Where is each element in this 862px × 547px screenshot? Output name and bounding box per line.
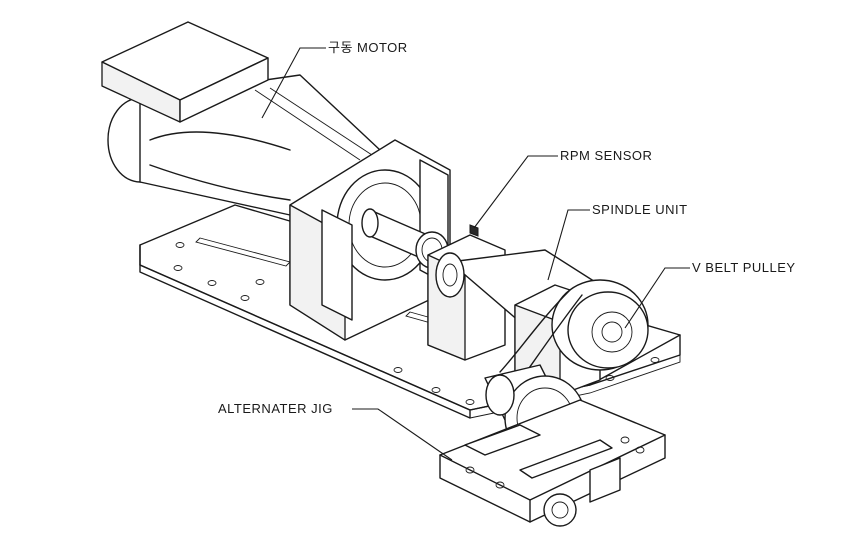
label-spindle-unit: SPINDLE UNIT xyxy=(592,202,688,217)
label-v-belt-pulley: V BELT PULLEY xyxy=(692,260,796,275)
leader-lines xyxy=(261,47,690,461)
label-motor: 구동 MOTOR xyxy=(328,40,408,55)
label-rpm-sensor: RPM SENSOR xyxy=(560,148,652,163)
label-alternater-jig: ALTERNATER JIG xyxy=(218,401,333,416)
v-belt-pulley xyxy=(499,279,649,389)
alternater-jig xyxy=(439,399,666,527)
drive-motor xyxy=(101,21,451,341)
